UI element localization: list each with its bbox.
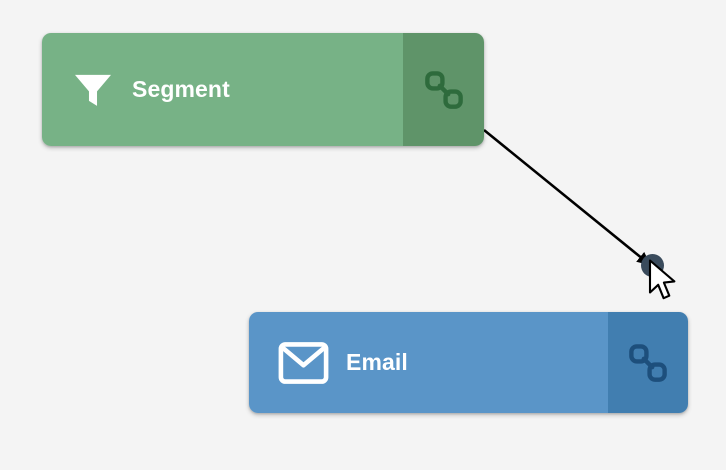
- connection-port-email-input[interactable]: [641, 254, 664, 277]
- node-email[interactable]: Email: [249, 312, 688, 413]
- node-email-link-handle[interactable]: [608, 312, 688, 413]
- node-segment-label: Segment: [132, 76, 230, 102]
- funnel-icon: [70, 67, 116, 113]
- node-email-body[interactable]: Email: [249, 312, 608, 413]
- node-segment-body[interactable]: Segment: [42, 33, 403, 146]
- node-segment-link-handle[interactable]: [403, 33, 484, 146]
- envelope-icon: [277, 341, 330, 385]
- chain-link-icon: [629, 343, 667, 382]
- connection-line: [483, 128, 651, 266]
- node-email-label: Email: [346, 349, 408, 375]
- chain-link-icon: [424, 70, 463, 109]
- node-segment[interactable]: Segment: [42, 33, 484, 146]
